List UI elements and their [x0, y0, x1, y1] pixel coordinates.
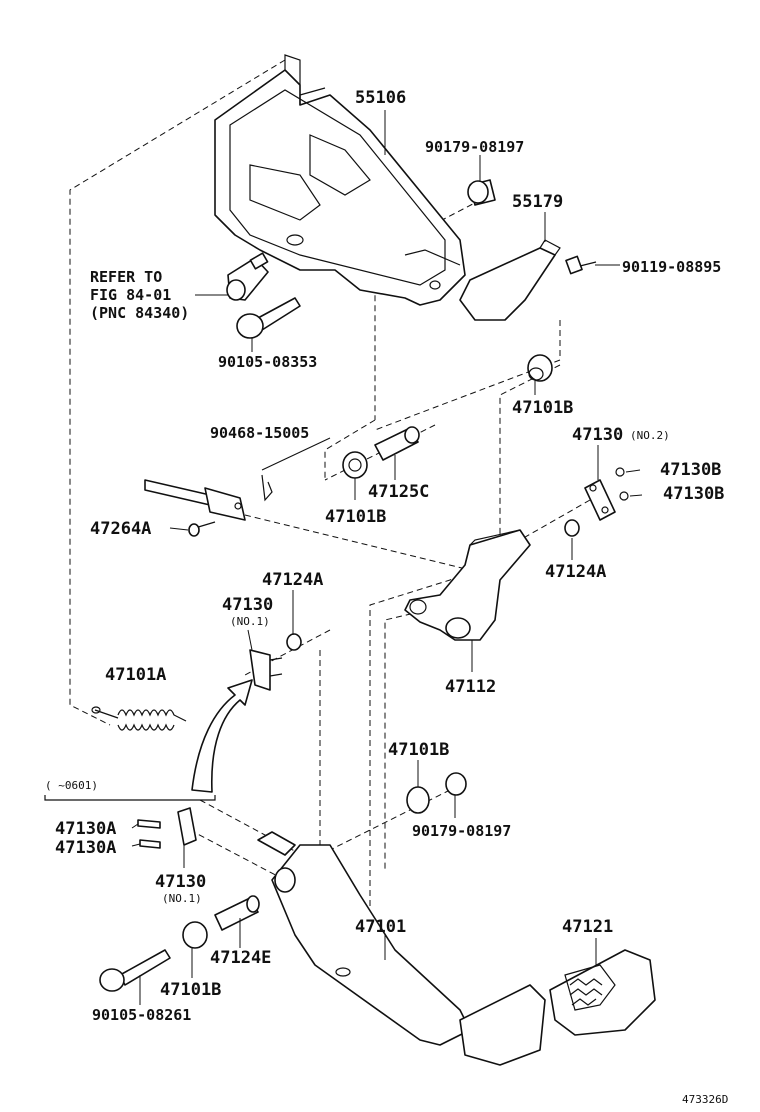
- label-47264A: 47264A: [90, 519, 151, 539]
- part-labels: 55106 90179-08197 55179 90119-08895 REFE…: [45, 88, 728, 1106]
- pin-47124A-right: [564, 519, 580, 537]
- label-55106: 55106: [355, 88, 406, 108]
- bushing-47101B-bottom: [182, 921, 208, 949]
- direction-arrow: [191, 679, 253, 793]
- clip-47130B: [615, 467, 629, 501]
- label-90468-15005: 90468-15005: [210, 424, 309, 442]
- clip-90468: [261, 474, 273, 502]
- label-90105-08261: 90105-08261: [92, 1006, 191, 1024]
- label-47101A: 47101A: [105, 665, 166, 685]
- collar-47124E: [214, 895, 260, 931]
- bolt-90105-bottom: [99, 949, 171, 992]
- label-47130A-b: 47130A: [55, 838, 116, 858]
- label-90105-08353: 90105-08353: [218, 353, 317, 371]
- pin-47130A: [137, 819, 161, 849]
- pedal-bracket-55106: [214, 54, 466, 306]
- label-47101B-mid: 47101B: [325, 507, 386, 527]
- pedal-pad-47121: [549, 949, 656, 1036]
- label-55179: 55179: [512, 192, 563, 212]
- label-47112: 47112: [445, 677, 496, 697]
- bolt-90119: [565, 255, 597, 275]
- label-range: ( ~0601): [45, 779, 98, 792]
- bushing-47101B-top: [527, 354, 553, 382]
- label-47101B-bottom: 47101B: [160, 980, 221, 1000]
- label-no1-lower: (NO.1): [162, 892, 202, 905]
- label-47125C: 47125C: [368, 482, 429, 502]
- collar-47125C: [374, 426, 420, 461]
- nut-47124A-left: [286, 633, 302, 651]
- label-90179-08197-top: 90179-08197: [425, 138, 524, 156]
- lever-47112: [404, 529, 531, 641]
- label-47130B-a: 47130B: [660, 460, 721, 480]
- bushing-90179-top: [467, 179, 496, 206]
- label-90119-08895: 90119-08895: [622, 258, 721, 276]
- link-47130-no1-lower: [177, 807, 197, 846]
- bolt-90105-top: [236, 297, 301, 339]
- label-90179-08197-bottom: 90179-08197: [412, 822, 511, 840]
- bushing-47101B-mid: [342, 451, 368, 479]
- label-47101B-low: 47101B: [388, 740, 449, 760]
- label-47130-no1-upper: 47130: [222, 595, 273, 615]
- label-47121: 47121: [562, 917, 613, 937]
- label-47101B-top: 47101B: [512, 398, 573, 418]
- label-no1-upper: (NO.1): [230, 615, 270, 628]
- push-rod: [144, 479, 246, 521]
- stop-light-switch: [226, 252, 269, 301]
- label-pnc-84340: (PNC 84340): [90, 304, 189, 322]
- label-47124A-right: 47124A: [545, 562, 606, 582]
- label-refer-to: REFER TO: [90, 268, 162, 286]
- label-47101: 47101: [355, 917, 406, 937]
- label-no2: (NO.2): [630, 429, 670, 442]
- pedal-arm-47101: [257, 831, 546, 1066]
- label-47130-no1-lower: 47130: [155, 872, 206, 892]
- range-bracket: [44, 795, 216, 801]
- label-fig-84-01: FIG 84-01: [90, 286, 171, 304]
- label-47130-no2: 47130: [572, 425, 623, 445]
- leader-lines: [131, 110, 643, 1005]
- label-47130B-b: 47130B: [663, 484, 724, 504]
- label-47130A-a: 47130A: [55, 819, 116, 839]
- link-47130-no1-upper: [249, 649, 283, 691]
- figure-id: 473326D: [682, 1093, 728, 1106]
- label-47124E: 47124E: [210, 948, 271, 968]
- pin-47264A: [188, 521, 216, 537]
- plate-55179: [459, 239, 561, 321]
- link-47130-no2: [584, 479, 616, 521]
- spring-47101A: [91, 706, 187, 731]
- bushing-47101B-low: [406, 772, 467, 814]
- label-47124A-left: 47124A: [262, 570, 323, 590]
